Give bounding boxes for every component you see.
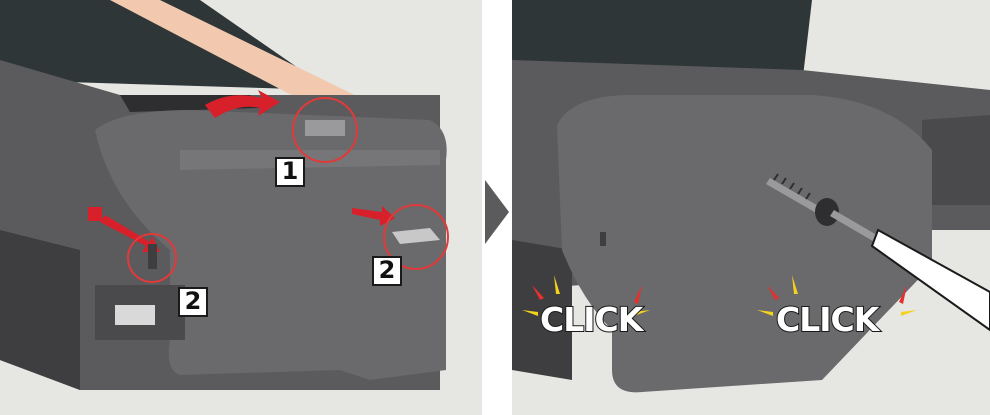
step-label-2-right: 2 <box>372 256 402 286</box>
slot-left <box>148 244 157 269</box>
highlight-circle-right <box>383 204 449 270</box>
click-label-right: CLICK <box>775 299 880 340</box>
illustration-panel-step-fasten: CLICK CLICK <box>512 0 990 415</box>
clip-part-top <box>305 120 345 136</box>
click-burst-right <box>757 275 917 316</box>
tab-marker <box>88 207 102 221</box>
step-label-2-left: 2 <box>178 287 208 317</box>
highlight-circle-top <box>292 97 358 163</box>
rotate-arrow <box>205 90 280 118</box>
screw-icon <box>766 173 839 226</box>
housing-side-shadow <box>0 230 80 390</box>
bracket-slot <box>115 305 155 325</box>
assembly-illustration-right <box>512 0 990 415</box>
step-label-1: 1 <box>275 157 305 187</box>
cover-slot <box>600 232 606 246</box>
insert-arrow-left <box>100 215 160 252</box>
housing-extension <box>922 115 990 205</box>
click-burst-left <box>522 275 650 316</box>
end-cap-cover <box>557 95 932 393</box>
illustration-panel-step-attach: 1 2 2 <box>0 0 482 415</box>
chevron-right-icon <box>485 180 509 244</box>
insert-arrow-right <box>352 206 395 226</box>
assembly-illustration-left <box>0 0 482 415</box>
highlight-circle-left <box>127 233 177 283</box>
screwdriver-icon <box>830 210 990 332</box>
belt-strip <box>110 0 375 110</box>
end-cap-edge <box>180 150 440 170</box>
housing-side-shadow <box>512 240 572 380</box>
click-label-left: CLICK <box>539 299 644 340</box>
clip-part-right <box>392 228 440 244</box>
